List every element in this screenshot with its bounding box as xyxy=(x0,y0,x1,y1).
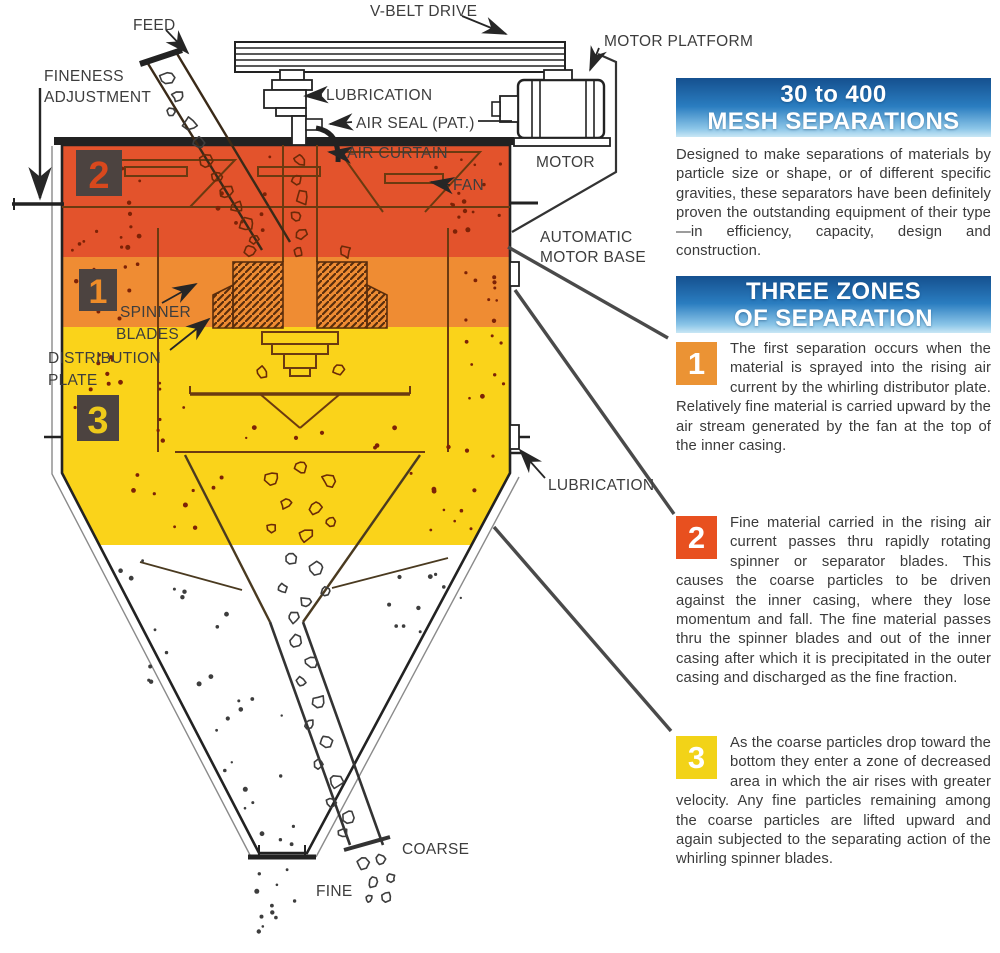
v-belt-drive-label: V-BELT DRIVE xyxy=(370,3,477,20)
motor-platform-arrow xyxy=(589,45,607,72)
spinner-blades-label-1: SPINNER xyxy=(120,304,191,321)
zone2-marker: 2 xyxy=(88,155,109,197)
spinner-blades-label-2: BLADES xyxy=(116,326,179,343)
diagram-zone-markers: 2 1 3 xyxy=(76,150,122,442)
spinner-blade-assembly xyxy=(212,261,388,329)
zone2-connector xyxy=(513,289,676,515)
distribution-plate-label-2: PLATE xyxy=(48,372,97,389)
lubrication-right-arrow xyxy=(518,448,546,479)
zone1-text: The first separation occurs when the mat… xyxy=(676,341,991,455)
zone3-marker-plate xyxy=(77,395,119,441)
drive-assembly xyxy=(234,41,618,233)
zone1-marker: 1 xyxy=(89,273,108,311)
distribution-plate-label-1: DISTRIBUTION xyxy=(48,350,161,367)
v-belt-arrow xyxy=(461,15,508,35)
lubrication-top-label: LUBRICATION xyxy=(326,87,432,104)
zone1-connector xyxy=(507,245,669,340)
diagram-labels: FEED V-BELT DRIVE MOTOR PLATFORM FINENES… xyxy=(44,3,753,900)
outer-casing-offset-right xyxy=(315,476,520,858)
motor-platform-bracket xyxy=(511,52,618,233)
air-seal-arrow xyxy=(328,113,354,131)
zone-connector-lines xyxy=(492,245,676,733)
air-seal-label: AIR SEAL (PAT.) xyxy=(356,115,475,132)
info-panel: 30 to 400 MESH SEPARATIONS Designed to m… xyxy=(676,0,991,948)
three-zones-header: THREE ZONES OF SEPARATION xyxy=(676,276,991,333)
zones-header-line1: THREE ZONES xyxy=(745,278,922,305)
air-curtain-arrow xyxy=(327,146,354,164)
zone2-badge: 2 xyxy=(676,516,717,559)
zone3-marker: 3 xyxy=(87,400,108,442)
label-arrows xyxy=(28,15,607,479)
fineness-adjustment-label-2: ADJUSTMENT xyxy=(44,89,151,106)
fineness-adjustment-label-1: FINENESS xyxy=(44,68,124,85)
spinner-arrow-2 xyxy=(169,317,211,351)
zone1-badge: 1 xyxy=(676,342,717,385)
motor-label: MOTOR xyxy=(536,154,595,171)
outer-casing-offset-left xyxy=(51,146,251,856)
fine-label: FINE xyxy=(316,883,353,900)
coarse-label: COARSE xyxy=(402,841,469,858)
motor-platform-label: MOTOR PLATFORM xyxy=(604,33,753,50)
lubrication-top-arrow xyxy=(303,85,329,104)
intro-paragraph: Designed to make separations of material… xyxy=(676,147,991,260)
automatic-motor-base-label-1: AUTOMATIC xyxy=(540,229,633,246)
air-curtain-label: AIR CURTAIN xyxy=(347,145,448,162)
zone-band-middle xyxy=(62,257,510,327)
automatic-motor-base-label-2: MOTOR BASE xyxy=(540,249,646,266)
spinner-arrow-1 xyxy=(161,283,198,304)
feed-label: FEED xyxy=(133,17,176,34)
particle-decorations xyxy=(71,71,506,934)
zone-band-bottom xyxy=(62,327,510,545)
zone3-badge: 3 xyxy=(676,736,717,779)
fan-arrow xyxy=(429,177,456,195)
zone2-marker-plate xyxy=(76,150,122,196)
mesh-header-line2: MESH SEPARATIONS xyxy=(707,108,960,135)
fan-label: FAN xyxy=(453,177,484,194)
zone3-text: As the coarse particles drop toward the … xyxy=(676,735,991,868)
zone1-marker-plate xyxy=(79,269,117,311)
feed-arrow xyxy=(165,29,190,55)
top-cap-bar xyxy=(54,137,514,145)
zones-header-line2: OF SEPARATION xyxy=(734,305,933,332)
mesh-separations-header: 30 to 400 MESH SEPARATIONS xyxy=(676,78,991,137)
zone3-connector xyxy=(492,525,673,733)
zone2-text: Fine material carried in the rising air … xyxy=(676,515,991,687)
mesh-header-line1: 30 to 400 xyxy=(780,81,887,108)
lubrication-right-label: LUBRICATION xyxy=(548,477,654,494)
fine-spout xyxy=(248,845,316,860)
